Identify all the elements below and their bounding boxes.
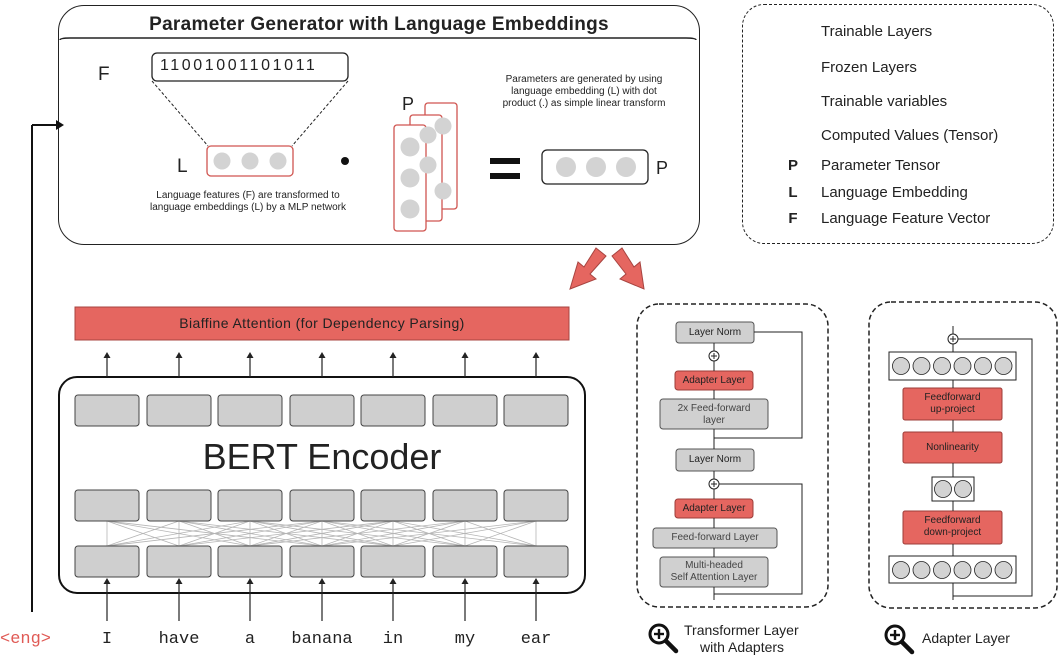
panel-header-line (59, 37, 697, 41)
legend-label: Trainable variables (821, 93, 948, 110)
biaffine-label: Biaffine Attention (for Dependency Parsi… (179, 315, 465, 331)
parameter-generator-panel: Parameter Generator with Language Embedd… (58, 5, 700, 245)
embedding-label: L (177, 156, 188, 177)
embedding-value (241, 152, 259, 170)
dot-product-icon (341, 157, 349, 165)
layer-norm-top: Layer Norm (688, 327, 742, 338)
encoder-cell (360, 489, 426, 522)
encoder-cell (74, 545, 140, 578)
encoder-cell (74, 394, 140, 427)
encoder-cell (432, 394, 498, 427)
input-token: in (382, 630, 404, 649)
input-token: banana (291, 630, 353, 649)
encoder-cell (289, 394, 355, 427)
ff2x-line2: layer (703, 415, 725, 426)
legend-label: Trainable Layers (821, 23, 933, 40)
expand-line-right (291, 80, 349, 147)
encoder-cell (217, 394, 283, 427)
up-project-line1: Feedforward (924, 392, 981, 403)
expand-line-left (151, 80, 209, 147)
legend-letter: L (788, 184, 798, 201)
legend-label: Computed Values (Tensor) (821, 127, 999, 144)
up-project-line2: up-project (930, 404, 975, 415)
input-token: have (158, 630, 200, 649)
transformer-caption-line1: Transformer Layer (684, 622, 799, 638)
feature-vector-box (151, 52, 349, 82)
encoder-cell (217, 489, 283, 522)
encoder-cell (217, 545, 283, 578)
adapter-caption: Adapter Layer (922, 630, 1010, 646)
caption-language-features: Language features (F) are transformed to… (149, 190, 347, 213)
encoder-cell (289, 489, 355, 522)
encoder-cell (503, 545, 569, 578)
ff2x-line1: 2x Feed-forward (677, 403, 751, 414)
adapter-layer-top: Adapter Layer (682, 375, 746, 386)
feed-forward-layer: Feed-forward Layer (671, 532, 759, 543)
legend-label: Parameter Tensor (821, 157, 940, 174)
legend-panel: Trainable Layers Frozen Layers Trainable… (742, 4, 1054, 244)
down-project-line2: down-project (923, 527, 982, 538)
encoder-cell (503, 489, 569, 522)
embedding-value (213, 152, 231, 170)
feature-bits: 11001001101011 (160, 57, 318, 74)
encoder-cell (146, 394, 212, 427)
encoder-cell (360, 394, 426, 427)
feature-label: F (98, 64, 110, 85)
encoder-cell (503, 394, 569, 427)
encoder-cell (74, 489, 140, 522)
encoder-cell (289, 545, 355, 578)
input-token: a (244, 630, 256, 649)
legend-label: Language Feature Vector (821, 210, 991, 227)
biaffine-attention-layer (74, 306, 570, 341)
input-token: I (101, 630, 113, 649)
legend-letter: F (788, 210, 798, 227)
panel-title: Parameter Generator with Language Embedd… (149, 14, 609, 35)
parameter-output-label: P (656, 158, 669, 178)
embedding-value (269, 152, 287, 170)
zoom-icon (648, 623, 679, 654)
generator-arrows (569, 247, 645, 290)
input-token: ear (520, 630, 552, 649)
input-token: my (454, 630, 476, 649)
mh-line2: Self Attention Layer (670, 572, 758, 583)
language-token: <eng> (0, 630, 52, 649)
caption-parameters: Parameters are generated by using langua… (502, 74, 666, 109)
nonlinearity: Nonlinearity (926, 442, 979, 453)
equals-icon-bar (490, 158, 520, 164)
encoder-cell (146, 545, 212, 578)
encoder-cell (360, 545, 426, 578)
layer-norm-mid: Layer Norm (688, 454, 742, 465)
attention-mesh (106, 520, 537, 547)
bert-encoder-label: BERT Encoder (202, 436, 442, 477)
mh-line1: Multi-headed (685, 560, 743, 571)
adapter-layer-bottom: Adapter Layer (682, 503, 746, 514)
down-project-line1: Feedforward (924, 515, 981, 526)
encoder-cell (432, 545, 498, 578)
equals-icon-bar (490, 173, 520, 179)
encoder-cell (432, 489, 498, 522)
zoom-icon (884, 624, 915, 655)
encoder-cell (146, 489, 212, 522)
legend-letter: P (787, 157, 798, 174)
legend-label: Language Embedding (821, 184, 968, 201)
transformer-caption-line2: with Adapters (700, 639, 785, 655)
legend-label: Frozen Layers (821, 59, 917, 76)
parameter-stack-label: P (402, 94, 415, 114)
